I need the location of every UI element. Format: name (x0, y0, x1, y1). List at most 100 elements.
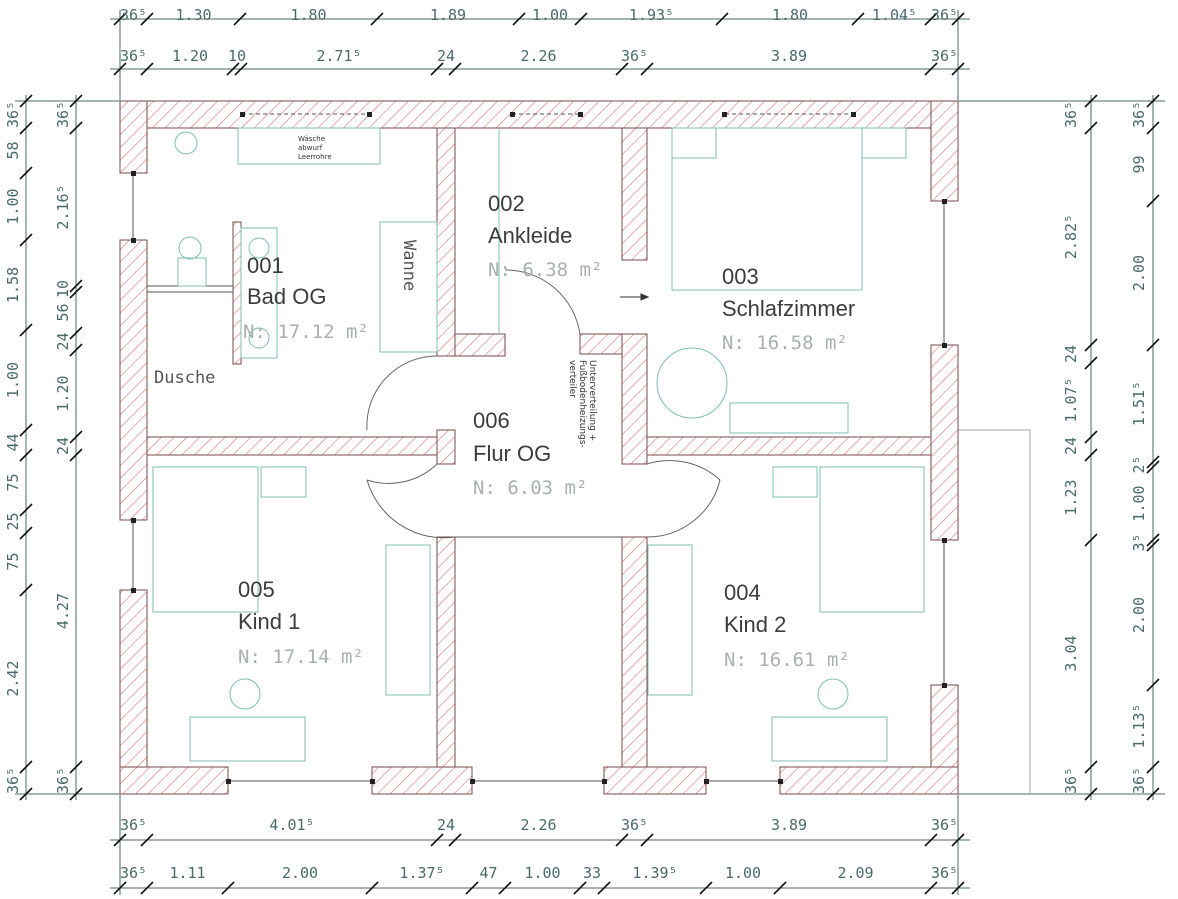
room-003-number: 003 (722, 264, 759, 289)
dim-dims_left_col2-2: 10 (54, 280, 72, 298)
dim-dims_left_col2-5: 1.20 (54, 375, 72, 411)
dim-dims_top_row1-3: 1.89 (430, 6, 466, 24)
dim-dims_left_col2-6: 24 (54, 437, 72, 455)
ticks-l1-10 (19, 760, 33, 774)
dim-dims_left_col2-1: 2.16⁵ (54, 184, 72, 229)
dim-dims_right_col2-6: 3⁵ (1130, 533, 1148, 551)
dim-dims_left_col2-8: 36⁵ (54, 767, 72, 794)
ticks-bot2-9 (773, 881, 787, 895)
dim-dims_right_col2-0: 36⁵ (1130, 101, 1148, 128)
ticks-top2-1 (140, 62, 154, 76)
dim-dims_left_col2-0: 36⁵ (54, 101, 72, 128)
room-004-number: 004 (724, 580, 761, 605)
ticks-top2-4 (430, 62, 444, 76)
ticks-l1-11 (19, 787, 33, 801)
dim-dims_top_row2-6: 36⁵ (621, 47, 648, 65)
room-003-name: Schlafzimmer (722, 296, 855, 321)
furniture (152, 127, 925, 762)
room-004-name: Kind 2 (724, 612, 786, 637)
ticks-r2-4 (1146, 455, 1160, 469)
ticks-l2-7 (69, 448, 83, 462)
room-002-number: 002 (488, 191, 525, 216)
room-005-number: 005 (238, 577, 275, 602)
dim-dims_top_row1-4: 1.00 (532, 6, 568, 24)
ticks-top2-3 (234, 62, 248, 76)
dim-dims_top_row2-1: 1.20 (172, 47, 208, 65)
ticks-r2-9 (1146, 760, 1160, 774)
dim-dims_right_col2-2: 2.00 (1130, 255, 1148, 291)
ticks-r1-2 (1084, 338, 1098, 352)
room-001-area: N: 17.12 m² (243, 321, 369, 343)
ticks-bot1-1 (140, 833, 154, 847)
dim-dims_top_row1-5: 1.93⁵ (629, 6, 674, 24)
ticks-top2-5 (448, 62, 462, 76)
dim-dims_right_col1-2: 24 (1062, 345, 1080, 363)
ticks-bot2-7 (597, 881, 611, 895)
dim-dims_bottom_row1-4: 36⁵ (621, 816, 648, 834)
dim-dims_bottom_row2-9: 2.09 (837, 864, 873, 882)
dim-dims_left_col1-10: 36⁵ (4, 767, 22, 794)
ticks-r1-4 (1084, 430, 1098, 444)
ticks-l2-5 (69, 343, 83, 357)
room-005-name: Kind 1 (238, 609, 300, 634)
ticks-r2-0 (1146, 94, 1160, 108)
dim-dims_right_col2-4: 2⁵ (1130, 455, 1148, 473)
dim-dims_bottom_row2-2: 2.00 (282, 864, 318, 882)
ticks-bot1-6 (924, 833, 938, 847)
arrow-icon (620, 293, 650, 301)
ticks-bot2-5 (498, 881, 512, 895)
ticks-l1-6 (19, 448, 33, 462)
dim-dims_right_col2-1: 99 (1130, 155, 1148, 173)
ticks-bot2-0 (113, 881, 127, 895)
ticks-l1-5 (19, 423, 33, 437)
ticks-r2-8 (1146, 678, 1160, 692)
dim-dims_right_col1-0: 36⁵ (1062, 101, 1080, 128)
ticks-l1-9 (19, 583, 33, 597)
ticks-l1-1 (19, 121, 33, 135)
wanne-label: Wanne (399, 240, 419, 291)
dim-dims_left_col2-7: 4.27 (54, 593, 72, 629)
room-006-area: N: 6.03 m² (473, 477, 587, 499)
dim-dims_right_col1-7: 36⁵ (1062, 767, 1080, 794)
dimension-ticks (19, 12, 1160, 895)
ticks-l2-4 (69, 326, 83, 340)
dim-dims_right_col1-3: 1.07⁵ (1062, 377, 1080, 422)
dim-dims_top_row2-3: 2.71⁵ (316, 47, 361, 65)
dim-dims_left_col1-2: 1.00 (4, 188, 22, 224)
ticks-top1-8 (924, 12, 938, 26)
dim-dims_top_row2-0: 36⁵ (120, 47, 147, 65)
ticks-top2-2 (226, 62, 240, 76)
ticks-l2-1 (69, 121, 83, 135)
dim-dims_top_row1-2: 1.80 (290, 6, 326, 24)
fixture-labels: Dusche Wanne Wäsche abwurf Leerrohre Unt… (154, 135, 597, 448)
dim-dims_bottom_row2-7: 1.39⁵ (632, 864, 677, 882)
ticks-top1-3 (370, 12, 384, 26)
dim-dims_left_col1-1: 58 (4, 141, 22, 159)
ticks-l2-0 (69, 94, 83, 108)
ticks-bot1-0 (113, 833, 127, 847)
ticks-r2-6 (1146, 533, 1160, 547)
ticks-l2-9 (69, 787, 83, 801)
ticks-top2-6 (615, 62, 629, 76)
ticks-r1-0 (1084, 94, 1098, 108)
dim-dims_right_col2-8: 1.13⁵ (1130, 703, 1148, 748)
ticks-r1-7 (1084, 760, 1098, 774)
waesche-label-2: abwurf (298, 144, 323, 152)
ticks-l1-3 (19, 233, 33, 247)
dimension-lines (15, 10, 1165, 895)
ticks-l1-2 (19, 166, 33, 180)
room-003-area: N: 16.58 m² (722, 332, 848, 354)
dim-dims_left_col1-9: 2.42 (4, 660, 22, 696)
dim-dims_top_row1-1: 1.30 (175, 6, 211, 24)
dim-dims_bottom_row1-0: 36⁵ (120, 816, 147, 834)
ticks-bot2-3 (365, 881, 379, 895)
dusche-label: Dusche (154, 368, 215, 388)
ticks-r1-8 (1084, 787, 1098, 801)
ticks-r2-3 (1146, 338, 1160, 352)
ticks-l2-2 (69, 279, 83, 293)
ticks-top1-6 (715, 12, 729, 26)
dim-dims_bottom_row1-3: 2.26 (520, 816, 556, 834)
ticks-bot2-8 (699, 881, 713, 895)
ticks-top1-2 (233, 12, 247, 26)
ticks-r2-1 (1146, 121, 1160, 135)
